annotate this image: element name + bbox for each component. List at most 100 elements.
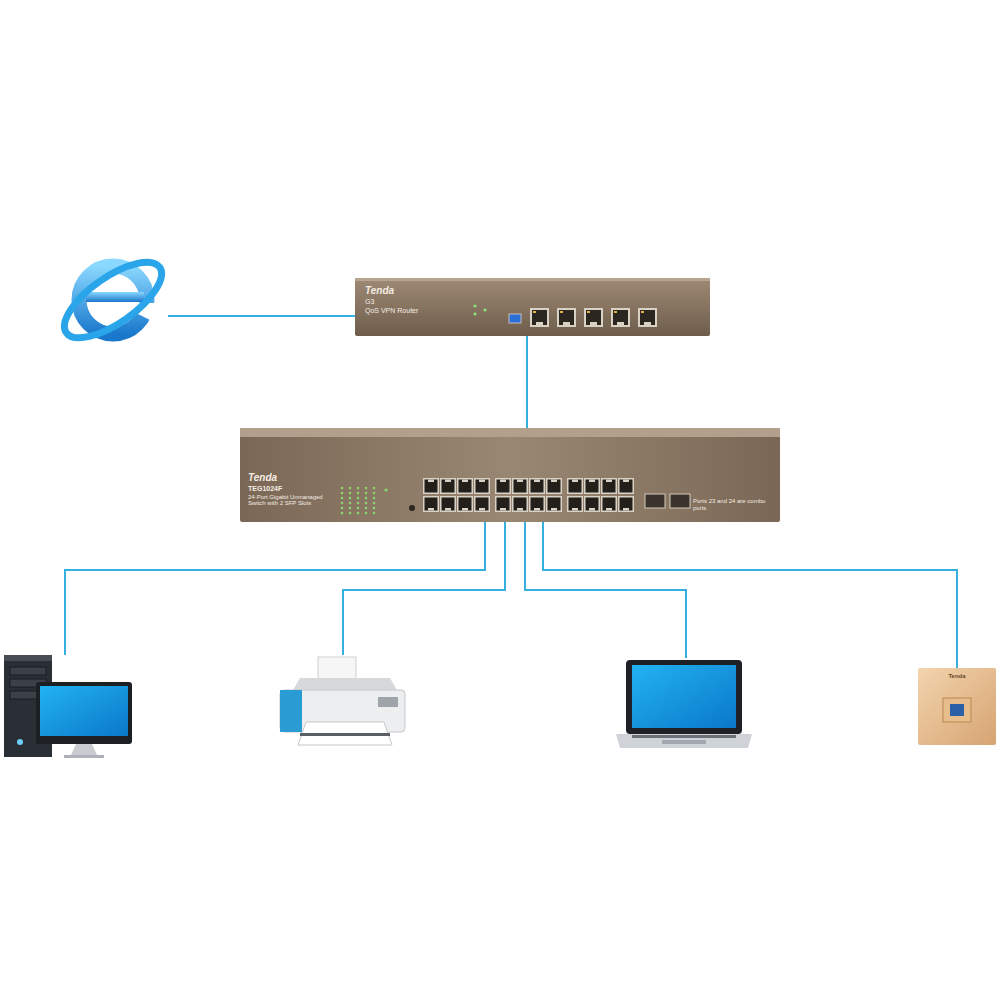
ethernet-port: [476, 480, 489, 493]
port-led: [373, 502, 376, 505]
ethernet-port: [442, 480, 455, 493]
switch-top: [240, 428, 780, 437]
ethernet-port: [531, 480, 544, 493]
ethernet-port: [613, 310, 628, 325]
desktop-computer-part: [71, 744, 97, 755]
ethernet-port-latch: [644, 322, 651, 325]
port-led: [373, 487, 376, 490]
ethernet-port-latch: [517, 508, 523, 511]
status-led: [473, 304, 476, 307]
port-led: [349, 492, 352, 495]
ethernet-port-latch: [428, 508, 434, 511]
ethernet-port-latch: [606, 480, 612, 483]
ethernet-port-frame: [530, 308, 549, 327]
port-led: [373, 507, 376, 510]
router-body: [355, 278, 710, 336]
port-led: [341, 492, 344, 495]
ethernet-port-frame: [495, 478, 511, 494]
laptop-part: [632, 735, 736, 738]
printer-part: [280, 690, 302, 732]
port-led: [365, 487, 368, 490]
power-led: [384, 488, 387, 491]
ethernet-port-latch: [428, 480, 434, 483]
ethernet-port-latch: [563, 322, 570, 325]
brand-name: Tenda: [922, 673, 992, 680]
status-led: [483, 308, 486, 311]
port-led: [365, 492, 368, 495]
port-led: [614, 311, 617, 313]
printer-part: [298, 722, 392, 745]
desktop-computer-part: [10, 667, 46, 675]
port-led: [365, 497, 368, 500]
ethernet-port: [620, 498, 633, 511]
ethernet-port: [514, 480, 527, 493]
port-led: [349, 487, 352, 490]
device-drawing: [918, 668, 996, 745]
ethernet-port: [569, 480, 582, 493]
ethernet-port-frame: [567, 478, 583, 494]
port-led: [341, 507, 344, 510]
ethernet-port-latch: [589, 480, 595, 483]
desktop-computer-part: [64, 755, 104, 758]
ethernet-port: [442, 498, 455, 511]
ethernet-port-latch: [534, 480, 540, 483]
model-description: QoS VPN Router: [365, 307, 460, 315]
ethernet-port-latch: [479, 480, 485, 483]
ethernet-port-frame: [529, 496, 545, 512]
port-led: [373, 497, 376, 500]
ethernet-port-latch: [590, 322, 597, 325]
printer-part: [318, 657, 356, 681]
ethernet-port-frame: [474, 478, 490, 494]
ethernet-port: [497, 498, 510, 511]
ethernet-port-frame: [440, 478, 456, 494]
ethernet-port-latch: [445, 508, 451, 511]
ethernet-port-latch: [589, 508, 595, 511]
ethernet-port-frame: [601, 496, 617, 512]
model-name: TEG1024F: [248, 485, 336, 493]
port-led: [373, 512, 376, 515]
printer-part: [378, 697, 398, 707]
text-group: TendaG3QoS VPN Router: [365, 285, 460, 316]
port-led: [341, 487, 344, 490]
port-led: [349, 502, 352, 505]
ethernet-port: [531, 498, 544, 511]
laptop-part: [632, 665, 736, 728]
ap-port: [950, 704, 964, 716]
ethernet-port-frame: [529, 478, 545, 494]
ethernet-port: [620, 480, 633, 493]
port-led: [365, 507, 368, 510]
port-note: Ports 23 and 24 are combo ports: [693, 498, 773, 512]
ethernet-port-latch: [445, 480, 451, 483]
port-led: [357, 512, 360, 515]
ethernet-port-frame: [457, 496, 473, 512]
port-led: [341, 497, 344, 500]
router-device: TendaG3QoS VPN Router: [355, 278, 710, 336]
port-led: [349, 497, 352, 500]
ethernet-port: [548, 480, 561, 493]
ethernet-port-latch: [462, 508, 468, 511]
ethernet-port-frame: [495, 496, 511, 512]
ethernet-port-frame: [584, 496, 600, 512]
brand-name: Tenda: [248, 472, 336, 484]
ethernet-port-frame: [457, 478, 473, 494]
ethernet-port-frame: [546, 496, 562, 512]
ethernet-port-latch: [479, 508, 485, 511]
desktop-computer-part: [36, 682, 132, 744]
network-cable: [526, 336, 528, 428]
port-led: [349, 507, 352, 510]
model-description: 24-Port Gigabit Unmanaged Switch with 2 …: [248, 494, 336, 508]
ethernet-port-latch: [534, 508, 540, 511]
port-led: [341, 502, 344, 505]
ethernet-port-latch: [572, 480, 578, 483]
status-led: [473, 312, 476, 315]
ap-port-frame: [943, 698, 971, 722]
sfp-slot: [670, 494, 690, 508]
ethernet-port-latch: [617, 322, 624, 325]
laptop-part: [626, 660, 742, 734]
laptop-part: [616, 734, 752, 748]
ethernet-port-latch: [572, 508, 578, 511]
port-led: [357, 487, 360, 490]
switch-body: [240, 428, 780, 522]
desktop-computer-part: [17, 739, 23, 745]
